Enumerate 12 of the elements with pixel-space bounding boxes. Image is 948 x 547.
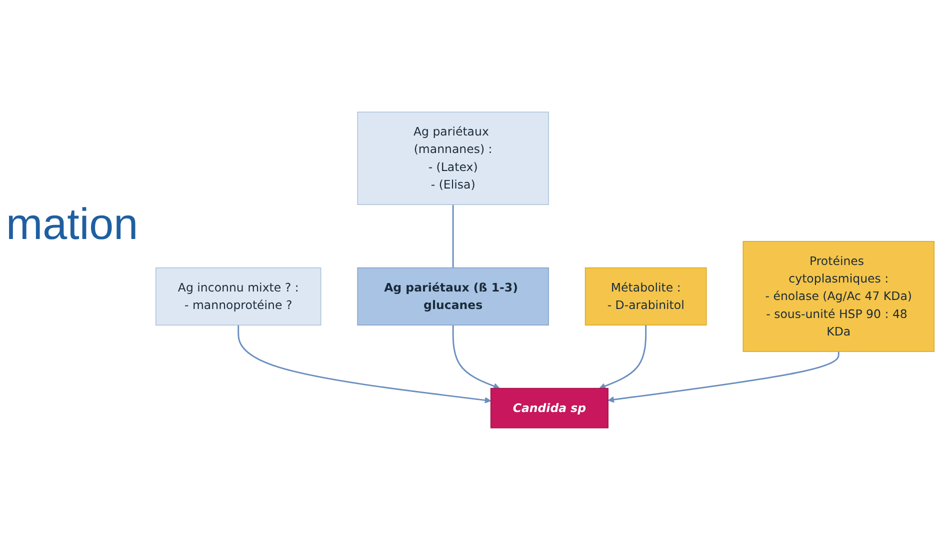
- node-box: Ag pariétaux (ß 1-3) glucanes: [357, 267, 549, 326]
- node-box: Ag inconnu mixte ? : - mannoprotéine ?: [156, 267, 322, 326]
- node-box: Candida sp: [490, 388, 608, 428]
- arrow: [599, 325, 647, 390]
- arrow: [238, 325, 492, 404]
- node-box: Ag pariétaux (mannanes) : - (Latex) - (Elisa): [357, 112, 549, 205]
- arrow: [452, 325, 500, 390]
- node-box: Protéines cytoplasmiques : - énolase (Ag/Ac 47 KDa) - sous-unité HSP 90 : 48 KDa: [742, 240, 934, 352]
- arrow: [608, 352, 840, 403]
- node-box: Métabolite : - D-arabinitol: [584, 267, 707, 326]
- connector: [452, 204, 454, 268]
- heading-fragment: mation: [6, 200, 138, 250]
